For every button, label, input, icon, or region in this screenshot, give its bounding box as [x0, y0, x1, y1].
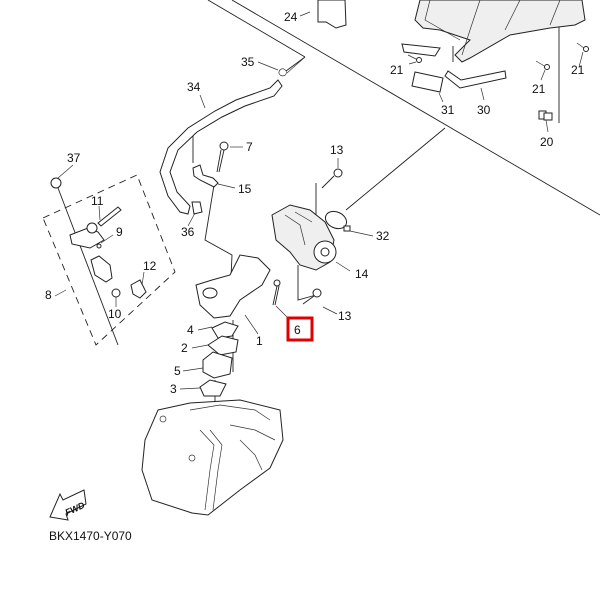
part-31-shape[interactable] [411, 71, 444, 93]
callout-2[interactable]: 2 [181, 341, 188, 355]
screw-21-mid[interactable] [535, 60, 550, 70]
clip-36-shape[interactable] [191, 201, 203, 215]
joint-5-shape[interactable] [202, 351, 233, 379]
callout-8[interactable]: 8 [45, 288, 52, 302]
callout-21-left[interactable]: 21 [390, 63, 404, 77]
cover-shape [414, 0, 586, 63]
cylinder-head [141, 399, 284, 516]
injector-shape[interactable] [90, 255, 113, 283]
fwd-arrow-icon [49, 489, 87, 521]
callout-32[interactable]: 32 [376, 229, 390, 243]
oring-9-shape[interactable] [96, 243, 102, 249]
callout-15[interactable]: 15 [238, 182, 252, 196]
highlight-box [286, 316, 314, 342]
callout-5[interactable]: 5 [174, 364, 181, 378]
callout-4[interactable]: 4 [187, 323, 194, 337]
part-20-shape[interactable] [538, 110, 553, 121]
callout-31[interactable]: 31 [441, 103, 455, 117]
throttle-group [271, 168, 351, 305]
callout-labels: 24 35 34 7 15 36 37 11 9 12 8 10 4 2 5 3… [45, 10, 585, 396]
callout-24[interactable]: 24 [284, 10, 298, 24]
forward-direction-badge: FWD [49, 489, 87, 521]
callout-7[interactable]: 7 [246, 140, 253, 154]
callout-12[interactable]: 12 [143, 259, 157, 273]
callout-21-right[interactable]: 21 [571, 63, 585, 77]
intake-group [195, 254, 289, 397]
part-24-shape[interactable] [317, 0, 347, 29]
callout-20[interactable]: 20 [540, 135, 554, 149]
highlighted-callout-6[interactable]: 6 [286, 316, 314, 342]
callout-35[interactable]: 35 [241, 55, 255, 69]
clip-35-shape[interactable] [278, 68, 287, 77]
callout-34[interactable]: 34 [187, 80, 201, 94]
callout-1[interactable]: 1 [256, 334, 263, 348]
callout-13-lower[interactable]: 13 [338, 309, 352, 323]
clamp-32-shape[interactable] [323, 208, 350, 232]
screw-21-left[interactable] [407, 54, 422, 63]
intake-manifold-1-shape[interactable] [195, 254, 271, 319]
hose-34-shape[interactable] [159, 79, 283, 215]
hose-group [159, 56, 306, 215]
callout-9[interactable]: 9 [116, 225, 123, 239]
callout-36[interactable]: 36 [181, 225, 195, 239]
callout-21-mid[interactable]: 21 [532, 82, 546, 96]
callout-10[interactable]: 10 [108, 307, 122, 321]
screw-21-right[interactable] [576, 42, 589, 52]
callout-6[interactable]: 6 [294, 323, 301, 337]
callout-leaders [54, 11, 584, 390]
injector-assembly-boundary [42, 174, 176, 346]
callout-3[interactable]: 3 [170, 382, 177, 396]
top-cover-group [317, 0, 589, 121]
screw-13-top-shape[interactable] [321, 168, 343, 189]
gasket-3-shape[interactable] [199, 379, 227, 397]
callout-30[interactable]: 30 [477, 103, 491, 117]
bolt-6-shape[interactable] [272, 279, 281, 306]
screw-13-lower-shape[interactable] [302, 288, 322, 305]
bracket-15-shape[interactable] [192, 164, 219, 188]
callout-13-top[interactable]: 13 [330, 143, 344, 157]
oring-10-shape[interactable] [111, 288, 121, 298]
gasket-4-shape[interactable] [211, 321, 239, 339]
cylinder-head-shape [141, 399, 284, 516]
bolt-7-shape[interactable] [216, 141, 229, 173]
bolt-37-shape[interactable] [50, 177, 119, 346]
diagram-reference-code: BKX1470-Y070 [49, 529, 132, 543]
clip-12-shape[interactable] [130, 279, 147, 299]
callout-11[interactable]: 11 [91, 194, 104, 208]
callout-37[interactable]: 37 [67, 151, 81, 165]
callout-14[interactable]: 14 [355, 267, 369, 281]
part-30-shape[interactable] [444, 70, 507, 89]
